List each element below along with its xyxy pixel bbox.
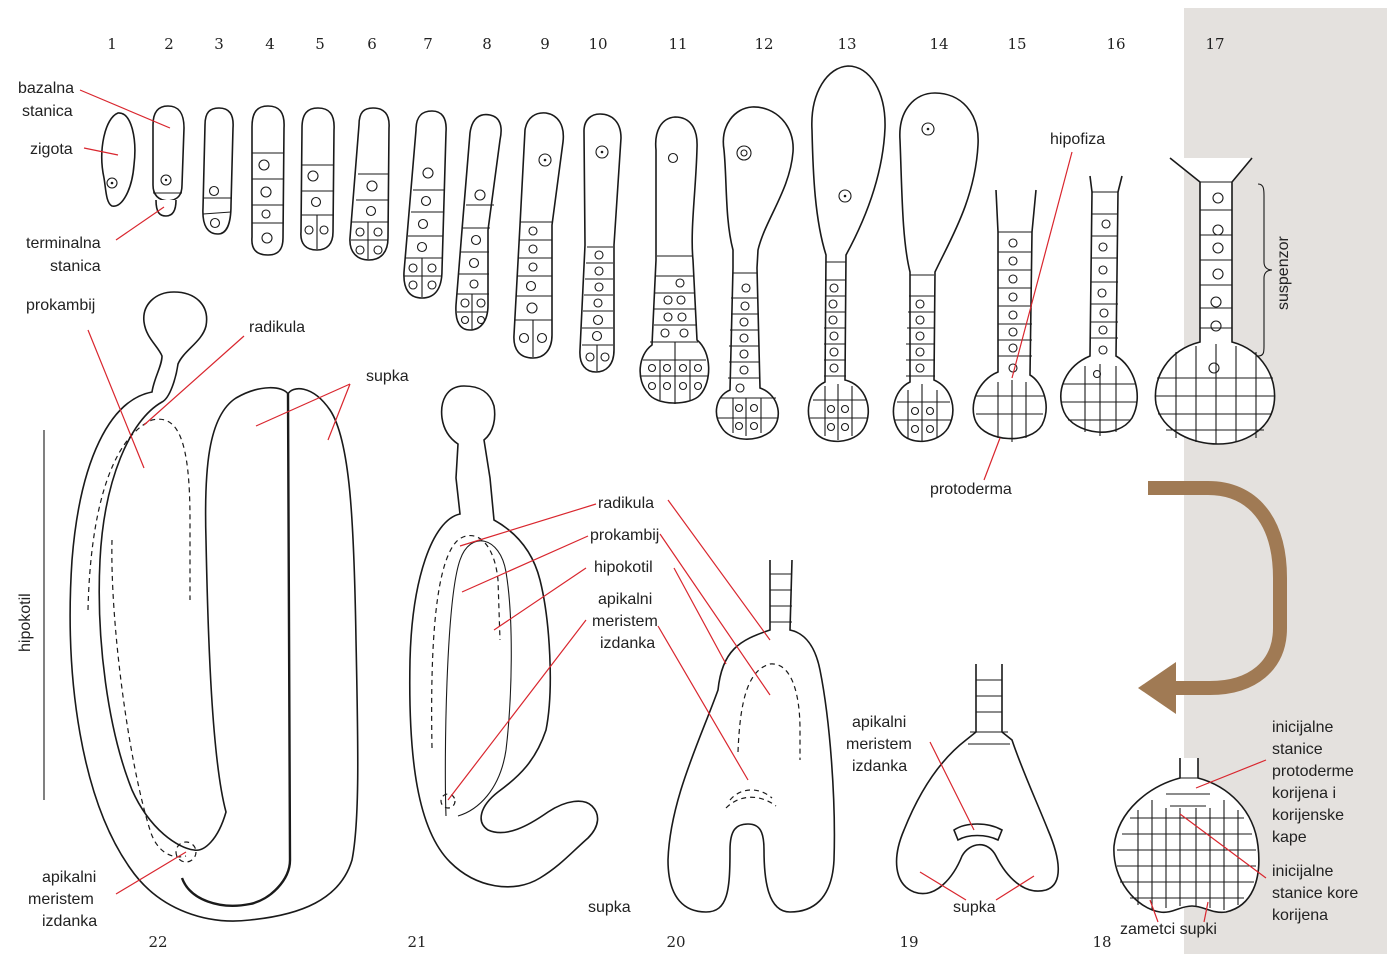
embryo-stage-15	[973, 190, 1046, 442]
stage-number: 6	[367, 35, 377, 53]
label-protoderme: protoderme	[1272, 763, 1354, 780]
embryo-stage-8	[456, 115, 501, 330]
embryo-stage-14	[893, 93, 978, 442]
label-inicijalne-2: inicijalne	[1272, 863, 1333, 880]
stage-number: 2	[164, 35, 174, 53]
stage-number: 4	[265, 35, 275, 53]
stage-number: 18	[1092, 933, 1111, 951]
label-hipokotil-21: hipokotil	[594, 559, 653, 576]
label-hipokotil: hipokotil	[17, 593, 34, 652]
embryo-stage-6	[350, 108, 389, 260]
stage-number: 22	[148, 933, 167, 951]
stage-number: 20	[666, 933, 685, 951]
label-izdanka-21: izdanka	[600, 635, 655, 652]
label-meristem-19: meristem	[846, 736, 912, 753]
label-korijenske: korijenske	[1272, 807, 1344, 824]
label-stanice-kore: stanice kore	[1272, 885, 1358, 902]
embryo-stage-20	[668, 560, 834, 912]
stage-number: 3	[214, 35, 224, 53]
embryo-stage-4	[252, 106, 284, 255]
embryo-stage-21	[410, 386, 598, 887]
embryo-stage-12	[716, 107, 793, 439]
stage-number: 10	[588, 35, 607, 53]
label-izdanka-19: izdanka	[852, 758, 907, 775]
label-hipofiza: hipofiza	[1050, 131, 1105, 148]
label-supka-19: supka	[953, 899, 996, 916]
stage-number: 12	[754, 35, 773, 53]
stage-number: 8	[482, 35, 492, 53]
label-prokambij: prokambij	[26, 297, 95, 314]
embryo-stage-10	[580, 114, 621, 372]
label-zigota: zigota	[30, 141, 73, 158]
label-stanica-basal: stanica	[22, 103, 73, 120]
label-zametci-supki: zametci supki	[1120, 921, 1217, 938]
stage-number: 14	[929, 35, 948, 53]
label-bazalna: bazalna	[18, 80, 74, 97]
label-meristem-22: meristem	[28, 891, 94, 908]
embryo-stage-1	[102, 113, 135, 206]
stage-number: 19	[899, 933, 918, 951]
label-stanica-terminal: stanica	[50, 258, 101, 275]
label-supka-20: supka	[588, 899, 631, 916]
label-apikalni-21: apikalni	[598, 591, 652, 608]
label-kape: kape	[1272, 829, 1307, 846]
label-apikalni-22: apikalni	[42, 869, 96, 886]
label-korijena-i: korijena i	[1272, 785, 1336, 802]
label-supka: supka	[366, 368, 409, 385]
label-korijena: korijena	[1272, 907, 1328, 924]
embryo-stage-9	[514, 113, 563, 358]
stage-number: 5	[315, 35, 325, 53]
label-apikalni-19: apikalni	[852, 714, 906, 731]
stage-number: 17	[1205, 35, 1224, 53]
top-row-embryos	[102, 66, 1275, 444]
label-suspenzor: suspenzor	[1275, 236, 1292, 310]
embryo-stage-19	[897, 664, 1059, 894]
stage-number: 7	[423, 35, 433, 53]
embryo-stage-11	[640, 117, 709, 404]
stage-number: 9	[540, 35, 550, 53]
stage-number: 11	[668, 35, 687, 53]
label-terminalna: terminalna	[26, 235, 101, 252]
label-prokambij-21: prokambij	[590, 527, 659, 544]
label-izdanka-22: izdanka	[42, 913, 97, 930]
embryo-stage-7	[404, 111, 446, 298]
stage-number: 13	[837, 35, 856, 53]
stage-number: 21	[407, 933, 426, 951]
stage-number: 1	[107, 35, 117, 53]
embryo-stage-22	[70, 292, 358, 921]
label-radikula: radikula	[249, 319, 305, 336]
label-stanice-1: stanice	[1272, 741, 1323, 758]
embryo-stage-5	[301, 108, 334, 250]
label-inicijalne-1: inicijalne	[1272, 719, 1333, 736]
label-radikula-21: radikula	[598, 495, 654, 512]
label-protoderma: protoderma	[930, 481, 1012, 498]
stage-number: 15	[1007, 35, 1026, 53]
stage-number: 16	[1106, 35, 1125, 53]
label-meristem-21: meristem	[592, 613, 658, 630]
embryo-stage-3	[203, 108, 233, 234]
embryo-stage-16	[1061, 176, 1137, 436]
embryo-stage-13	[808, 66, 885, 441]
